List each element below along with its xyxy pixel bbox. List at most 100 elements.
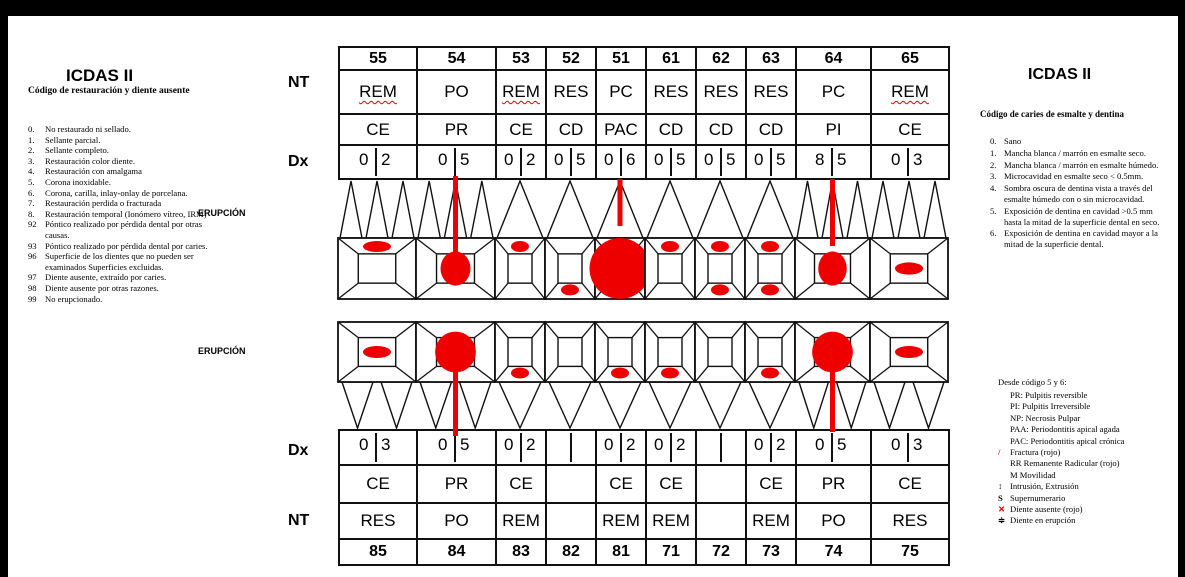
lower-tooth-82[interactable] xyxy=(544,321,596,430)
occlusal-surface[interactable] xyxy=(757,253,783,284)
occlusal-surface[interactable] xyxy=(507,253,533,284)
tooth-number-54[interactable]: 54 xyxy=(416,46,497,71)
tooth-number-51-text: 51 xyxy=(612,49,630,67)
occlusal-surface[interactable] xyxy=(657,336,683,368)
nt-cell-53[interactable]: REM xyxy=(495,69,547,115)
nt-cell-54-text: PO xyxy=(444,82,469,101)
lower-tooth-81[interactable] xyxy=(594,321,646,430)
tooth-number-74[interactable]: 74 xyxy=(795,538,872,566)
dx-digit-first: 8 xyxy=(815,150,825,169)
tooth-number-63[interactable]: 63 xyxy=(745,46,797,71)
surface-divider xyxy=(631,365,646,383)
root xyxy=(846,180,869,239)
occlusal-surface[interactable] xyxy=(707,336,733,368)
upper-tooth-53[interactable] xyxy=(494,179,546,300)
state-cell-83[interactable]: CE xyxy=(495,464,547,504)
tooth-number-61[interactable]: 61 xyxy=(645,46,697,71)
lower-tooth-73[interactable] xyxy=(744,321,796,430)
upper-tooth-62[interactable] xyxy=(694,179,746,300)
lower-tooth-83[interactable] xyxy=(494,321,546,430)
tooth-number-82[interactable]: 82 xyxy=(545,538,597,566)
restoration-code-item: 2.Sellante completo. xyxy=(28,145,208,156)
legend-item: ↕Intrusión, Extrusión xyxy=(998,481,1173,492)
nt-cell-65[interactable]: REM xyxy=(870,69,950,115)
nt-cell-54[interactable]: PO xyxy=(416,69,497,115)
tooth-number-84[interactable]: 84 xyxy=(416,538,497,566)
occlusal-surface[interactable] xyxy=(557,336,583,368)
nt-cell-55[interactable]: REM xyxy=(338,69,418,115)
tooth-number-81[interactable]: 81 xyxy=(595,538,647,566)
upper-tooth-52[interactable] xyxy=(544,179,596,300)
lower-tooth-72[interactable] xyxy=(694,321,746,430)
upper-tooth-55[interactable] xyxy=(337,180,417,300)
lower-tooth-85[interactable] xyxy=(337,321,417,431)
occlusal-surface[interactable] xyxy=(657,253,683,284)
state-cell-73[interactable]: CE xyxy=(745,464,797,504)
tooth-number-64[interactable]: 64 xyxy=(795,46,872,71)
tooth-number-51[interactable]: 51 xyxy=(595,46,647,71)
tooth-number-72[interactable]: 72 xyxy=(695,538,747,566)
root xyxy=(747,381,793,430)
nt-cell-64[interactable]: PC xyxy=(795,69,872,115)
surface-divider xyxy=(694,282,709,300)
upper-tooth-65[interactable] xyxy=(869,180,949,300)
tooth-number-65[interactable]: 65 xyxy=(870,46,950,71)
upper-tooth-61[interactable] xyxy=(644,179,696,300)
occlusal-surface[interactable] xyxy=(707,253,733,284)
caries-mark-extensive xyxy=(589,238,651,299)
restoration-code-item: 1.Sellante parcial. xyxy=(28,135,208,146)
legend-title: Desde código 5 y 6: xyxy=(998,377,1067,387)
root xyxy=(341,381,374,431)
state-cell-75-text: CE xyxy=(898,474,922,493)
nt-cell-62-text: RES xyxy=(703,82,739,101)
nt-cell-51[interactable]: PC xyxy=(595,69,647,115)
state-cell-62[interactable]: CD xyxy=(695,113,747,146)
occlusal-surface[interactable] xyxy=(607,336,633,368)
dx-divider xyxy=(570,148,572,176)
occlusal-surface[interactable] xyxy=(357,253,397,284)
lower-tooth-71[interactable] xyxy=(644,321,696,430)
legend-text: Supernumerario xyxy=(1010,492,1066,503)
state-cell-65[interactable]: CE xyxy=(870,113,950,146)
state-cell-61[interactable]: CD xyxy=(645,113,697,146)
nt-cell-75[interactable]: RES xyxy=(870,502,950,540)
tooth-number-83[interactable]: 83 xyxy=(495,538,547,566)
lower-tooth-75[interactable] xyxy=(869,321,949,431)
dx-cell-82[interactable] xyxy=(545,429,597,466)
surface-divider xyxy=(869,282,891,300)
dx-digit-second: 2 xyxy=(526,435,536,454)
surface-divider xyxy=(544,365,559,383)
dx-divider xyxy=(670,433,672,462)
nt-cell-62[interactable]: RES xyxy=(695,69,747,115)
dx-digit-first: 0 xyxy=(891,150,901,169)
surface-divider xyxy=(694,237,709,255)
occlusal-surface[interactable] xyxy=(757,336,783,368)
nt-cell-85[interactable]: RES xyxy=(338,502,418,540)
state-cell-75[interactable]: CE xyxy=(870,464,950,504)
tooth-number-85[interactable]: 85 xyxy=(338,538,418,566)
upper-tooth-63[interactable] xyxy=(744,179,796,300)
state-cell-63[interactable]: CD xyxy=(745,113,797,146)
tooth-number-52[interactable]: 52 xyxy=(545,46,597,71)
nt-cell-85-text: RES xyxy=(360,511,396,530)
occlusal-surface[interactable] xyxy=(557,253,583,284)
occlusal-surface[interactable] xyxy=(507,336,533,368)
dx-digit-second: 3 xyxy=(913,150,923,169)
dx-digit-first: 0 xyxy=(504,435,514,454)
state-cell-52-text: CD xyxy=(558,119,584,139)
surface-divider xyxy=(415,321,437,339)
dx-digit-first: 0 xyxy=(654,150,664,169)
